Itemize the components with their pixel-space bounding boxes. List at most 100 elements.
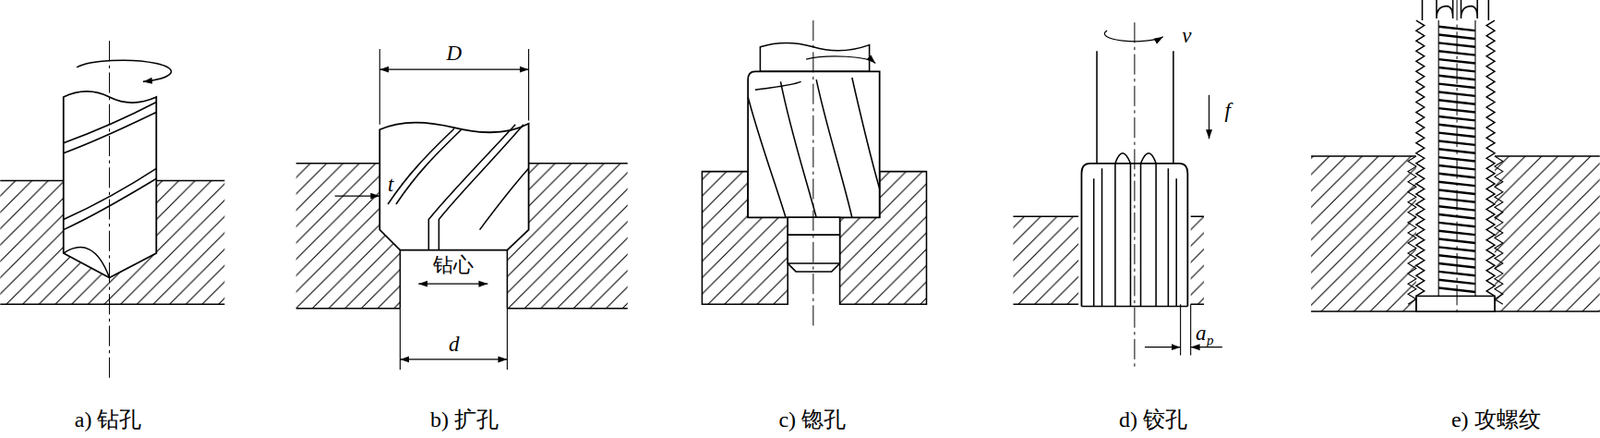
drawing-part <box>428 124 516 251</box>
spotfacing-panel <box>701 20 927 329</box>
drawing-part <box>1190 346 1223 348</box>
thread-band <box>1438 173 1476 178</box>
drawing-part <box>806 56 876 64</box>
thread-band <box>1438 230 1476 235</box>
drilling-panel <box>0 40 225 380</box>
drawing-part <box>108 40 110 380</box>
thread-band <box>1438 279 1476 284</box>
thread-band <box>1438 190 1476 194</box>
drawing-part <box>63 178 157 229</box>
tap-flute <box>1438 20 1476 296</box>
dimension-letter: D <box>446 42 463 64</box>
drawing-part <box>63 168 157 219</box>
drawing-part <box>63 247 110 278</box>
drawing-part <box>399 358 507 360</box>
thread-band <box>1438 124 1476 129</box>
drawing-part <box>379 122 529 251</box>
dimension-subscript: p <box>1206 333 1215 348</box>
motion-symbol: v <box>1181 24 1191 46</box>
thread-band <box>1438 26 1476 31</box>
drawing-part <box>812 20 814 329</box>
drawing-part <box>787 216 840 272</box>
drawing-part <box>1144 346 1181 348</box>
thread-band <box>1438 67 1476 72</box>
drawing-part <box>63 112 157 154</box>
drawing-part <box>63 91 157 278</box>
thread-band <box>1438 84 1476 88</box>
panel-caption: d) 铰孔 <box>1118 408 1188 431</box>
drawing-part <box>1094 153 1177 307</box>
drawing-part <box>747 77 880 217</box>
thread-band <box>1438 108 1476 112</box>
drawing-part <box>1104 30 1164 42</box>
drawing-part <box>1012 216 1079 304</box>
thread-band <box>1438 50 1476 55</box>
thread-band <box>1438 205 1476 210</box>
thread-band <box>1438 91 1476 96</box>
drawing-part <box>438 124 524 251</box>
thread-band <box>1438 181 1476 186</box>
drawing-part <box>787 234 840 264</box>
thread-band <box>1438 222 1476 227</box>
drawing-part <box>418 283 488 285</box>
drawing-part <box>387 128 455 205</box>
drawing-part <box>1416 295 1495 312</box>
drawing-part <box>379 69 529 71</box>
thread-band <box>1438 99 1476 104</box>
drawing-part <box>399 308 401 370</box>
panel-caption: c) 锪孔 <box>778 408 846 431</box>
hole-thread <box>1494 156 1504 304</box>
thread-band <box>1438 35 1476 39</box>
thread-band <box>1438 288 1476 292</box>
drawing-part <box>1311 156 1600 312</box>
drawing-part <box>506 308 508 370</box>
thread-band <box>1438 59 1476 63</box>
thread-band <box>1438 140 1476 145</box>
dimension-letter: a <box>1195 322 1207 344</box>
drawing-part <box>747 71 880 217</box>
drawing-part <box>1096 50 1174 169</box>
drawing-part <box>1133 22 1135 370</box>
thread-band <box>1438 271 1476 276</box>
thread-band <box>1438 165 1476 169</box>
drawing-part <box>63 101 157 143</box>
drawing-part <box>1208 95 1210 140</box>
drawing-part <box>1416 295 1495 312</box>
thread-band <box>1438 42 1476 47</box>
part-name: 钻心 <box>431 254 476 276</box>
drawing-part <box>379 48 381 125</box>
drawing-part <box>76 60 171 82</box>
reaming-panel <box>1012 22 1223 370</box>
hole-thread <box>1407 156 1417 304</box>
drawing-part <box>1494 156 1600 312</box>
thread-band <box>1438 116 1476 121</box>
drawing-part <box>1421 0 1489 21</box>
thread-band <box>1438 132 1476 137</box>
drawing-part <box>528 48 530 121</box>
thread-band <box>1438 214 1476 218</box>
thread-profile <box>1416 20 1425 296</box>
drawing-part <box>1081 305 1188 308</box>
motion-symbol: f <box>1224 99 1230 121</box>
thread-band <box>1438 197 1476 202</box>
dimension-letter: t <box>387 172 394 194</box>
tapping-panel <box>1311 0 1600 317</box>
drawing-part <box>335 195 381 197</box>
thread-band <box>1438 156 1476 161</box>
panel-caption: e) 攻螺纹 <box>1451 408 1541 431</box>
thread-band <box>1438 254 1476 259</box>
drawing-part <box>480 168 530 229</box>
panel-caption: a) 钻孔 <box>74 408 143 431</box>
dimension-letter: d <box>448 333 460 355</box>
thread-band <box>1438 263 1476 267</box>
drawing-part <box>0 302 225 305</box>
drawing-part <box>1311 156 1417 312</box>
thread-band <box>1438 239 1476 243</box>
drawing-part <box>399 250 507 309</box>
thread-band <box>1438 246 1476 251</box>
thread-band <box>1438 75 1476 80</box>
enlarging-panel <box>296 48 628 370</box>
